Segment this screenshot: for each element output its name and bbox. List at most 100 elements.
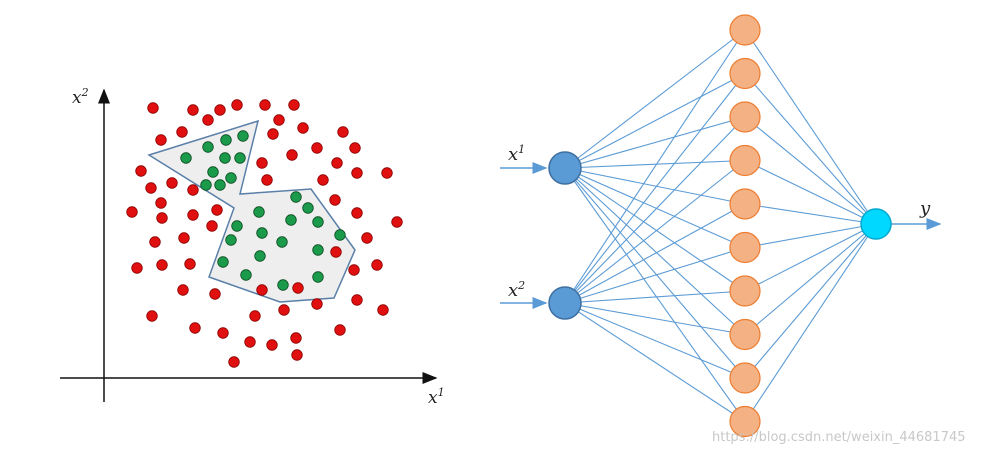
outside-point [202, 114, 214, 126]
inside-point [334, 229, 346, 241]
inside-point [256, 227, 268, 239]
outside-point [351, 207, 363, 219]
outside-point [156, 259, 168, 271]
input-hidden-edge [564, 73, 746, 304]
outside-point [286, 149, 298, 161]
input-hidden-edge [564, 160, 746, 304]
outside-point [178, 232, 190, 244]
outside-point [351, 294, 363, 306]
hidden-output-edge [744, 223, 877, 379]
hidden-node [729, 14, 761, 46]
hidden-node [729, 57, 761, 90]
outside-point [187, 184, 199, 196]
outside-point [311, 142, 323, 154]
inside-point [231, 220, 243, 232]
inside-point [277, 279, 289, 291]
outside-point [292, 282, 304, 294]
inside-point [240, 269, 252, 281]
inside-point [285, 214, 297, 226]
inside-point [237, 130, 249, 142]
outside-point [135, 165, 147, 177]
outside-point [155, 197, 167, 209]
inside-point [180, 152, 192, 164]
hidden-layer [729, 14, 761, 438]
hidden-output-edge [744, 223, 877, 335]
inside-point [234, 152, 246, 164]
input-hidden-edge [564, 203, 746, 304]
hidden-node [729, 231, 761, 264]
y-axis-label: x2 [72, 86, 89, 108]
input-hidden-edge [564, 73, 746, 169]
scatter-plot: x1 x2 [60, 86, 445, 408]
input-hidden-edge [564, 302, 746, 336]
outside-point [351, 167, 363, 179]
outside-point [166, 177, 178, 189]
outside-point [261, 174, 273, 186]
outside-point [176, 126, 188, 138]
hidden-output-edge [744, 29, 877, 225]
outside-point [214, 104, 226, 116]
hidden-output-edge [744, 203, 877, 225]
outside-point [329, 194, 341, 206]
outside-point [187, 104, 199, 116]
outside-point [177, 284, 189, 296]
outside-point [259, 99, 271, 111]
outside-point [146, 310, 158, 322]
hidden-node [729, 144, 761, 177]
inside-point [253, 206, 265, 218]
outside-point [337, 126, 349, 138]
input-hidden-edge [564, 116, 746, 169]
outside-point [228, 356, 240, 368]
hidden-node [729, 275, 761, 307]
outside-point [244, 336, 256, 348]
input-hidden-edge [564, 302, 746, 422]
input-hidden-edge [564, 116, 746, 304]
inside-point [312, 244, 324, 256]
outside-point [278, 304, 290, 316]
inside-point [225, 234, 237, 246]
neural-network: x1 x2 y [500, 14, 942, 438]
outside-point [249, 310, 261, 322]
input-hidden-edge [564, 246, 746, 304]
inside-point [290, 191, 302, 203]
outside-point [145, 182, 157, 194]
hidden-node [729, 188, 761, 220]
outside-point [267, 128, 279, 140]
inside-point [200, 179, 212, 191]
input-node-2 [548, 286, 582, 320]
outside-points [126, 99, 403, 368]
outside-point [131, 262, 143, 274]
outside-point [187, 209, 199, 221]
outside-point [147, 102, 159, 114]
hidden-node [729, 362, 761, 394]
outside-point [256, 284, 268, 296]
input1-label: x1 [508, 143, 525, 165]
inside-point [219, 152, 231, 164]
hidden-output-edge [744, 73, 877, 225]
watermark: https://blog.csdn.net/weixin_44681745 [712, 430, 966, 445]
outside-point [211, 204, 223, 216]
outside-point [311, 298, 323, 310]
input-hidden-edge [564, 167, 746, 422]
outside-point [317, 174, 329, 186]
hidden-node [729, 318, 761, 351]
inside-point [276, 236, 288, 248]
hidden-output-edge [744, 223, 877, 292]
input-hidden-edge [564, 167, 746, 379]
outside-point [291, 349, 303, 361]
outside-point [349, 142, 361, 154]
network-edges [564, 29, 877, 422]
outside-point [330, 246, 342, 258]
outside-point [381, 167, 393, 179]
input-hidden-edge [564, 167, 746, 292]
outside-point [288, 99, 300, 111]
outside-point [231, 99, 243, 111]
input-hidden-edge [564, 290, 746, 304]
inside-point [312, 216, 324, 228]
inside-point [254, 250, 266, 262]
inside-point [312, 271, 324, 283]
outside-point [377, 304, 389, 316]
inside-point [302, 202, 314, 214]
inside-point [214, 179, 226, 191]
